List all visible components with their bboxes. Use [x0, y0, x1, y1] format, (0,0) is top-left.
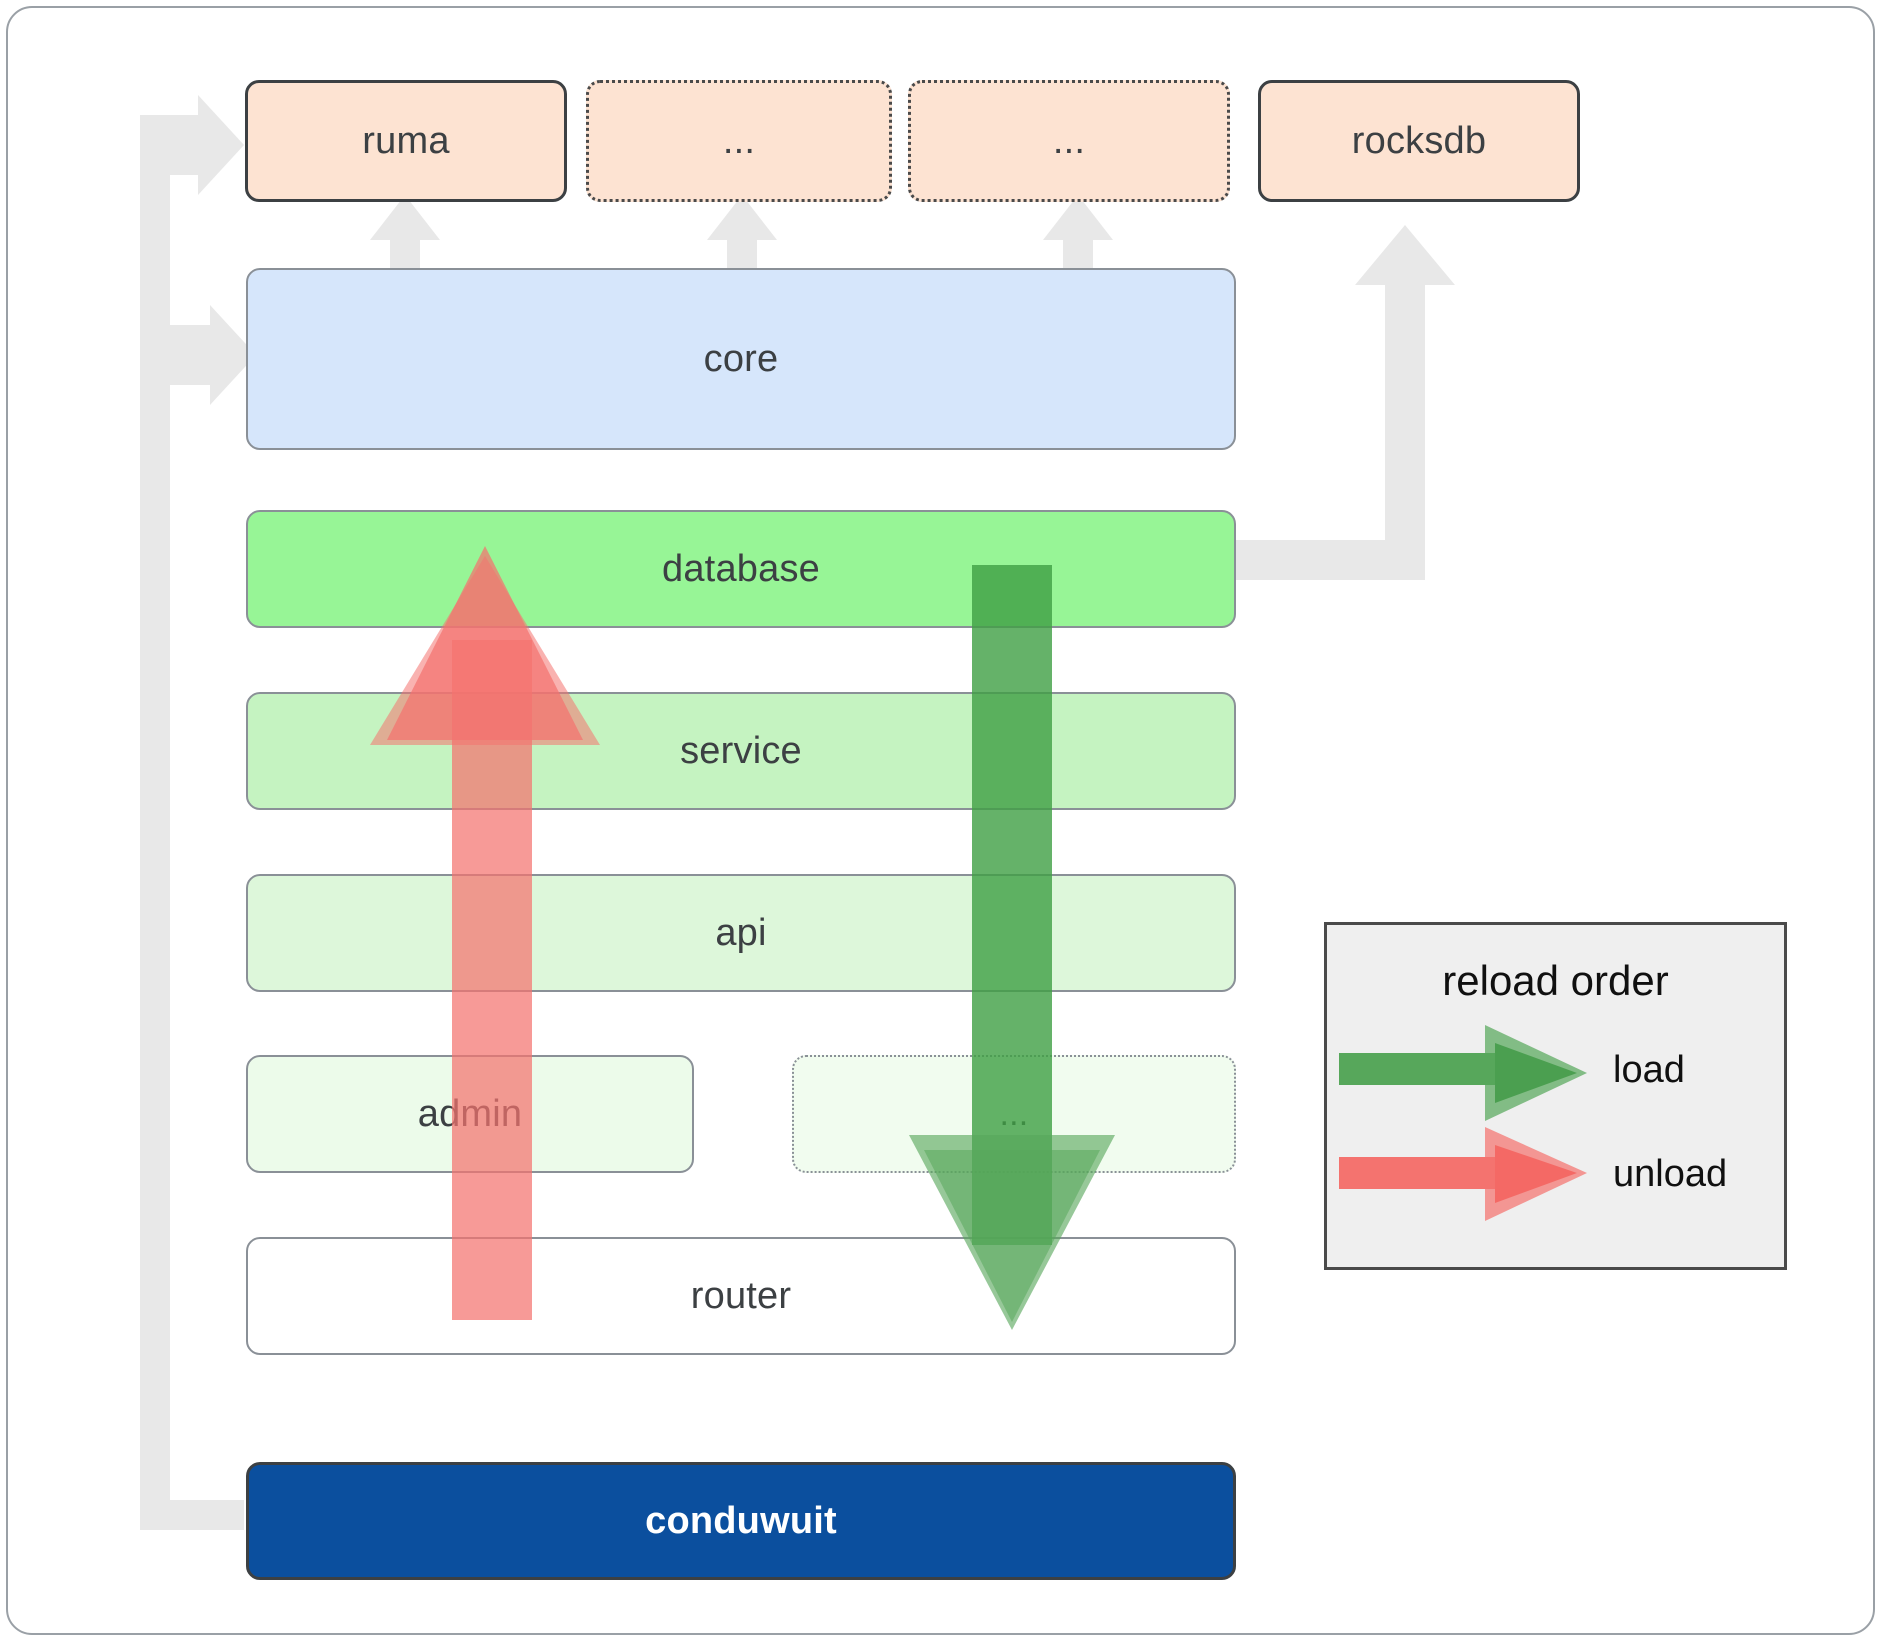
- legend-panel: reload order load unload: [1324, 922, 1787, 1270]
- node-rocksdb[interactable]: rocksdb: [1258, 80, 1580, 202]
- node-dependency-placeholder-1-label: ...: [722, 119, 756, 162]
- legend-label-unload: unload: [1613, 1153, 1728, 1195]
- node-dependency-placeholder-2[interactable]: ...: [908, 80, 1230, 202]
- legend-load-swatch: [1339, 1025, 1587, 1121]
- node-conduwuit[interactable]: conduwuit: [246, 1462, 1236, 1580]
- legend-arrow-swatches: [1339, 1025, 1587, 1221]
- node-database[interactable]: database: [246, 510, 1236, 628]
- node-core[interactable]: core: [246, 268, 1236, 450]
- legend-unload-swatch: [1339, 1127, 1587, 1221]
- node-service-label: service: [680, 729, 802, 772]
- node-router[interactable]: router: [246, 1237, 1236, 1355]
- node-database-label: database: [662, 547, 820, 590]
- node-ruma-label: ruma: [362, 119, 450, 162]
- node-admin[interactable]: admin: [246, 1055, 694, 1173]
- node-dependency-placeholder-1[interactable]: ...: [586, 80, 892, 202]
- node-dependency-placeholder-2-label: ...: [1052, 119, 1086, 162]
- legend-label-load: load: [1613, 1049, 1685, 1091]
- node-conduwuit-label: conduwuit: [645, 1499, 837, 1542]
- node-api[interactable]: api: [246, 874, 1236, 992]
- node-service[interactable]: service: [246, 692, 1236, 810]
- diagram-frame: [6, 6, 1875, 1635]
- node-layer-placeholder-label: ...: [999, 1094, 1029, 1133]
- node-admin-label: admin: [417, 1092, 523, 1135]
- node-rocksdb-label: rocksdb: [1351, 119, 1487, 162]
- node-router-label: router: [690, 1274, 792, 1317]
- node-api-label: api: [715, 911, 767, 954]
- node-ruma[interactable]: ruma: [245, 80, 567, 202]
- node-layer-placeholder[interactable]: ...: [792, 1055, 1236, 1173]
- legend-title: reload order: [1442, 957, 1669, 1004]
- node-core-label: core: [703, 337, 779, 380]
